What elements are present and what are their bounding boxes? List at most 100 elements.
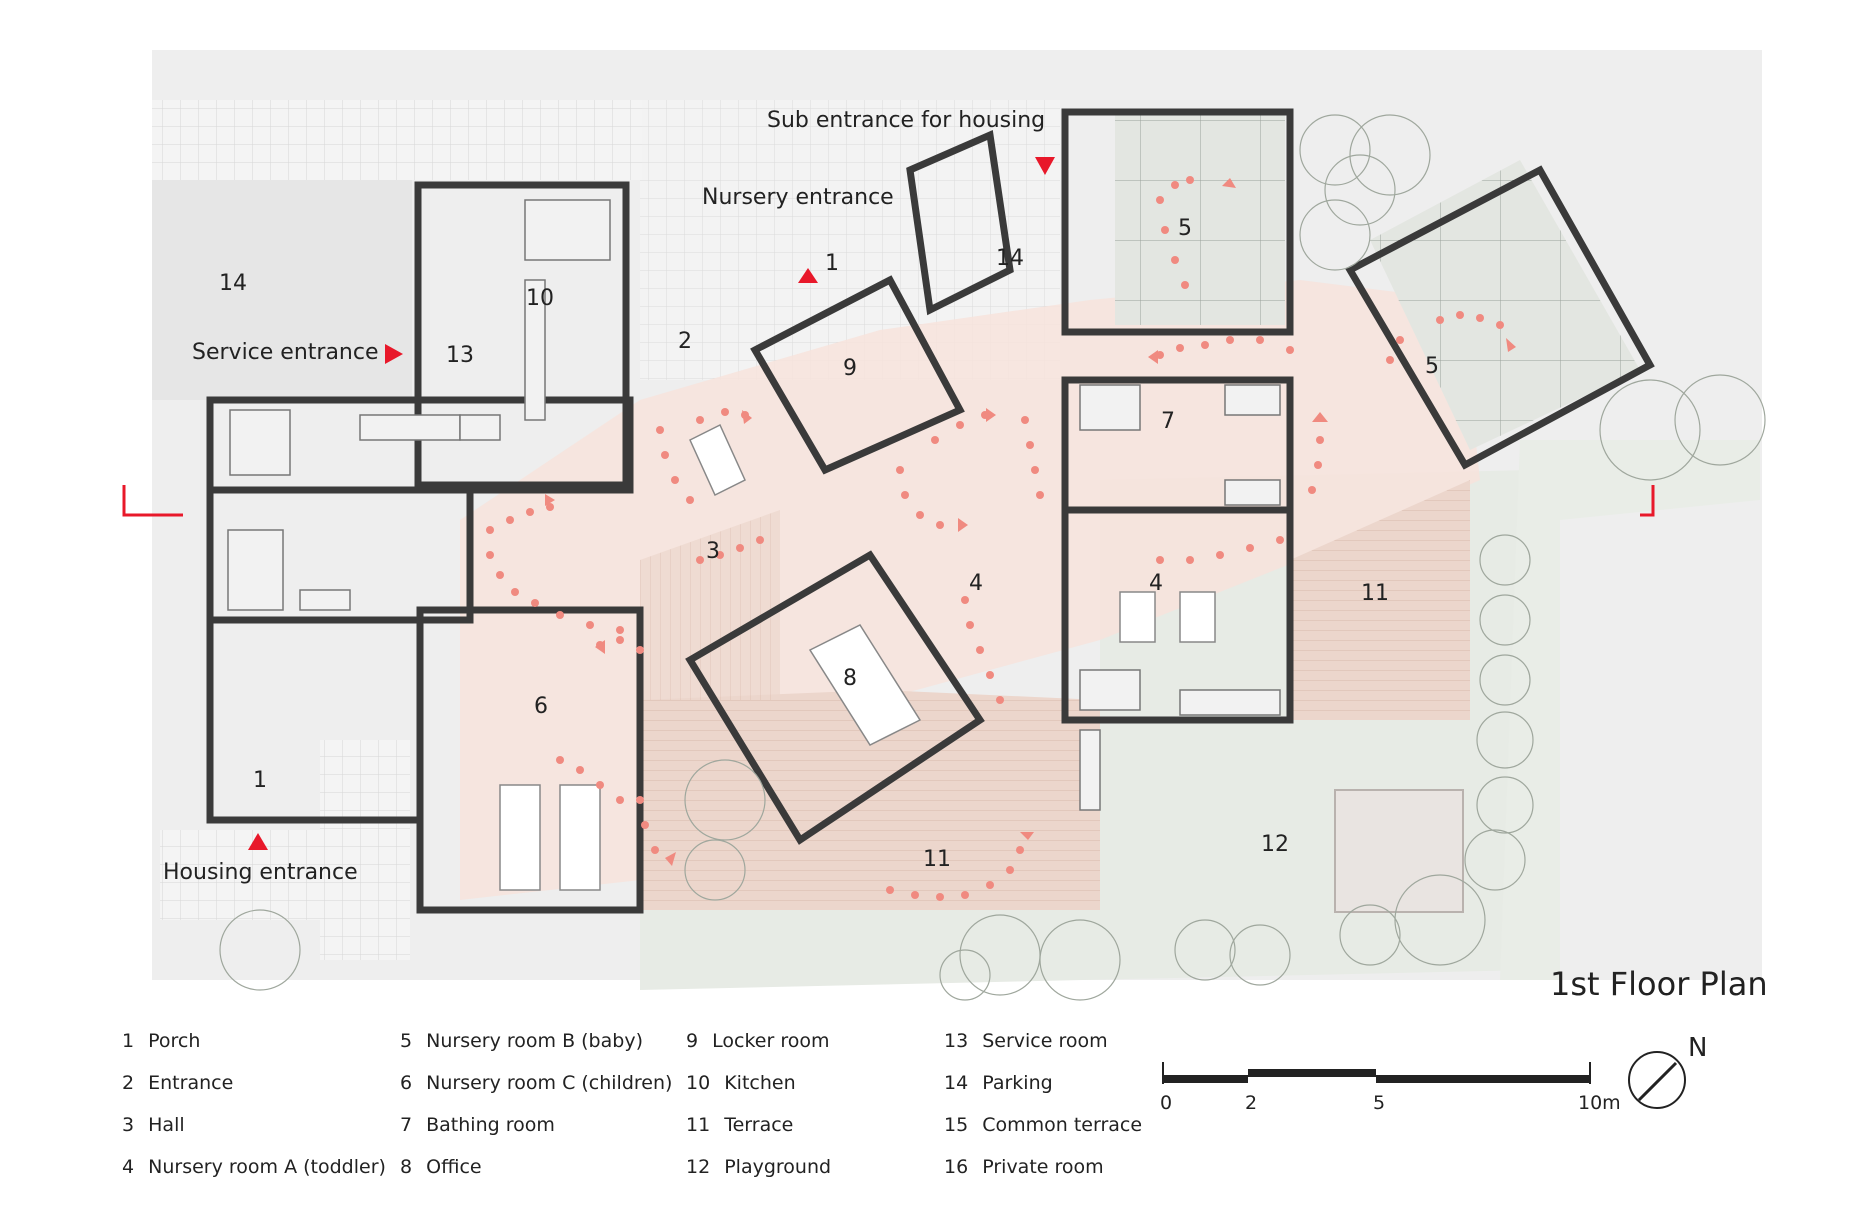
legend-label: Playground: [718, 1156, 832, 1178]
legend-label: Hall: [142, 1114, 185, 1136]
legend-item: 16 Private room: [944, 1156, 1104, 1178]
legend-number: 16: [944, 1156, 969, 1178]
legend-number: 2: [122, 1072, 135, 1094]
room-number-porch-nursery: 1: [825, 251, 839, 276]
legend-number: 12: [686, 1156, 711, 1178]
legend-label: Bathing room: [420, 1114, 555, 1136]
label-sub-entrance-housing: Sub entrance for housing: [767, 108, 1046, 133]
room-number-hall: 3: [706, 539, 720, 564]
entrance-markers: [248, 157, 1055, 850]
scale-tick-label: 10m: [1578, 1092, 1621, 1114]
paving-entrance-left: [160, 830, 340, 920]
room-number-terrace-bottom: 11: [923, 847, 951, 872]
legend-item: 11 Terrace: [686, 1114, 793, 1136]
legend-item: 9 Locker room: [686, 1030, 829, 1052]
north-label: N: [1688, 1033, 1708, 1063]
garden-right-strip: [1500, 440, 1760, 980]
terrace-mid: [640, 510, 780, 700]
legend-label: Kitchen: [718, 1072, 796, 1094]
legend-label: Entrance: [142, 1072, 234, 1094]
legend-number: 4: [122, 1156, 135, 1178]
legend-item: 4 Nursery room A (toddler): [122, 1156, 386, 1178]
scale-tick-label: 0: [1160, 1092, 1173, 1114]
legend-label: Nursery room A (toddler): [142, 1156, 386, 1178]
nursery-b-top: [1115, 115, 1285, 325]
legend-label: Locker room: [706, 1030, 830, 1052]
legend-label: Private room: [976, 1156, 1104, 1178]
paving-top-left: [152, 100, 642, 180]
legend-number: 6: [400, 1072, 413, 1094]
legend-number: 11: [686, 1114, 711, 1136]
legend-label: Parking: [976, 1072, 1053, 1094]
legend-number: 13: [944, 1030, 969, 1052]
legend-number: 5: [400, 1030, 413, 1052]
legend-label: Nursery room B (baby): [420, 1030, 643, 1052]
fixtures: [227, 199, 1281, 811]
service-entrance-marker: [385, 344, 403, 364]
legend-number: 1: [122, 1030, 135, 1052]
room-number-parking-left: 14: [219, 271, 247, 296]
room-number-nursery-c: 6: [534, 694, 548, 719]
walls: [206, 108, 1655, 914]
scale-tick-label: 2: [1245, 1092, 1258, 1114]
section-markers: [122, 485, 1655, 517]
room-number-kitchen: 10: [526, 286, 554, 311]
legend-label: Service room: [976, 1030, 1108, 1052]
trees: [219, 114, 1766, 1001]
legend-item: 1 Porch: [122, 1030, 200, 1052]
legend-item: 7 Bathing room: [400, 1114, 555, 1136]
legend-label: Porch: [142, 1030, 201, 1052]
legend-item: 14 Parking: [944, 1072, 1053, 1094]
parking-left: [152, 180, 412, 400]
scale-bar: [1162, 1062, 1591, 1084]
terrace-bottom: [640, 690, 1100, 910]
legend-item: 13 Service room: [944, 1030, 1108, 1052]
legend-number: 8: [400, 1156, 413, 1178]
legend-label: Office: [420, 1156, 482, 1178]
north-arrow-icon: [1628, 1051, 1686, 1109]
room-number-terrace-right: 11: [1361, 581, 1389, 606]
legend-number: 10: [686, 1072, 711, 1094]
legend-item: 8 Office: [400, 1156, 482, 1178]
legend-number: 3: [122, 1114, 135, 1136]
legend-label: Nursery room C (children): [420, 1072, 673, 1094]
legend-label: Common terrace: [976, 1114, 1143, 1136]
legend-item: 2 Entrance: [122, 1072, 233, 1094]
legend-item: 15 Common terrace: [944, 1114, 1142, 1136]
room-number-porch-housing: 1: [253, 768, 267, 793]
room-number-nursery-b-top: 5: [1178, 216, 1192, 241]
room-number-nursery-a-mid: 4: [969, 571, 983, 596]
flow-path-dots: [486, 176, 1504, 901]
sub-entrance-housing-marker: [1035, 157, 1055, 175]
legend-number: 9: [686, 1030, 699, 1052]
legend-item: 10 Kitchen: [686, 1072, 796, 1094]
housing-entrance-marker: [248, 833, 268, 850]
nursery-entrance-marker: [798, 268, 818, 283]
room-number-nursery-b-right: 5: [1425, 354, 1439, 379]
legend-label: Terrace: [718, 1114, 794, 1136]
label-service-entrance: Service entrance: [192, 340, 379, 365]
tables: [499, 423, 1216, 891]
room-number-parking-top: 14: [996, 246, 1024, 271]
page-title: 1st Floor Plan: [1550, 965, 1768, 1003]
flow-arrows: [545, 178, 1516, 866]
room-number-office: 8: [843, 666, 857, 691]
room-number-nursery-a-right: 4: [1149, 571, 1163, 596]
sandbox: [1334, 789, 1464, 913]
legend-number: 14: [944, 1072, 969, 1094]
label-housing-entrance: Housing entrance: [163, 860, 358, 885]
room-number-service-room: 13: [446, 343, 474, 368]
legend-item: 6 Nursery room C (children): [400, 1072, 672, 1094]
room-number-playground: 12: [1261, 832, 1289, 857]
legend-item: 12 Playground: [686, 1156, 831, 1178]
scale-tick-label: 5: [1373, 1092, 1386, 1114]
room-number-entrance: 2: [678, 329, 692, 354]
terrace-right: [1290, 480, 1470, 720]
legend-item: 5 Nursery room B (baby): [400, 1030, 643, 1052]
legend-number: 7: [400, 1114, 413, 1136]
nursery-b-right: [1370, 160, 1640, 450]
label-nursery-entrance: Nursery entrance: [702, 185, 894, 210]
legend-item: 3 Hall: [122, 1114, 185, 1136]
